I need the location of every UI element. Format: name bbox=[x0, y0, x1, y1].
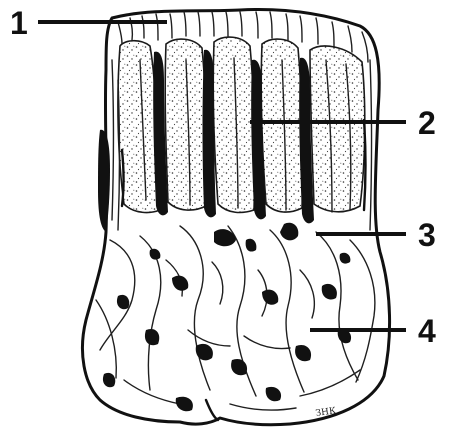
label-2: 2 bbox=[418, 105, 436, 141]
label-1: 1 bbox=[10, 5, 28, 41]
label-4: 4 bbox=[418, 313, 436, 349]
artist-signature-mark: ЗНК bbox=[315, 406, 337, 419]
label-3: 3 bbox=[418, 217, 436, 253]
